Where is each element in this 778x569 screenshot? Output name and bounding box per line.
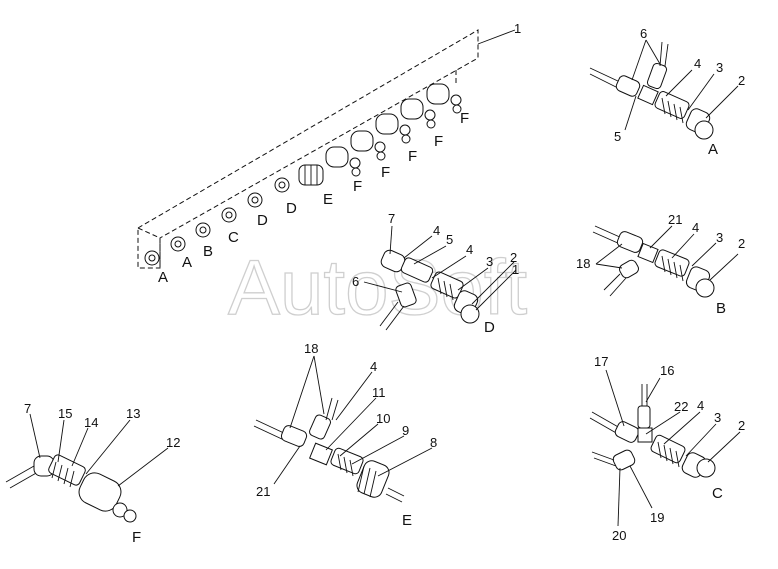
rail-label-c: C <box>228 229 239 246</box>
rail-bracket <box>137 29 479 269</box>
detail-view-e: 18 4 11 10 9 8 21 E <box>253 341 437 529</box>
callout-a-6: 6 <box>640 26 647 41</box>
callout-d-3: 3 <box>486 254 493 269</box>
callout-c-2: 2 <box>738 418 745 433</box>
callout-c-17: 17 <box>594 354 608 369</box>
rail-label-e: E <box>323 191 333 208</box>
callout-d-5: 5 <box>446 232 453 247</box>
callout-f-14: 14 <box>84 415 98 430</box>
callout-a-5: 5 <box>614 129 621 144</box>
view-label-c: C <box>712 485 723 502</box>
callout-c-16: 16 <box>660 363 674 378</box>
callout-d-4a: 4 <box>433 223 440 238</box>
watermark: AutoSoft <box>228 243 528 331</box>
rail-assembly: 1 A A B C D D E F F F F F <box>137 21 521 286</box>
callout-c-3: 3 <box>714 410 721 425</box>
callout-b-4: 4 <box>692 220 699 235</box>
view-label-f: F <box>132 529 141 546</box>
callout-f-12: 12 <box>166 435 180 450</box>
callout-e-11: 11 <box>372 385 386 400</box>
detail-view-c: 17 16 22 4 3 2 20 19 C <box>589 354 745 543</box>
callout-a-3: 3 <box>716 60 723 75</box>
callout-c-22: 22 <box>674 399 688 414</box>
callout-b-2: 2 <box>738 236 745 251</box>
callout-b-21: 21 <box>668 212 682 227</box>
rail-label-d2: D <box>286 200 297 217</box>
detail-view-f: 7 15 14 13 12 F <box>5 401 180 546</box>
callout-e-8: 8 <box>430 435 437 450</box>
callout-c-20: 20 <box>612 528 626 543</box>
callout-e-10: 10 <box>376 411 390 426</box>
rail-label-d1: D <box>257 212 268 229</box>
rail-label-f3: F <box>408 148 417 165</box>
rail-label-a2: A <box>182 254 192 271</box>
rail-label-b: B <box>203 243 213 260</box>
rail-label-f4: F <box>434 133 443 150</box>
callout-d-1: 1 <box>512 262 519 277</box>
callout-d-7: 7 <box>388 211 395 226</box>
callout-d-4b: 4 <box>466 242 473 257</box>
detail-view-d: 7 4 5 4 3 2 1 6 D <box>352 211 519 336</box>
callout-d-2: 2 <box>510 250 517 265</box>
callout-f-15: 15 <box>58 406 72 421</box>
callout-e-18: 18 <box>304 341 318 356</box>
view-label-d: D <box>484 319 495 336</box>
callout-e-4: 4 <box>370 359 377 374</box>
callout-e-9: 9 <box>402 423 409 438</box>
callout-b-3: 3 <box>716 230 723 245</box>
view-label-b: B <box>716 300 726 317</box>
callout-f-13: 13 <box>126 406 140 421</box>
callout-b-18: 18 <box>576 256 590 271</box>
rail-sockets <box>144 83 462 266</box>
detail-view-a: 6 4 3 2 5 A <box>589 26 745 158</box>
rail-label-f5: F <box>460 110 469 127</box>
callout-1: 1 <box>514 21 521 36</box>
detail-view-b: 21 4 3 2 18 B <box>576 212 745 317</box>
callout-f-7: 7 <box>24 401 31 416</box>
callout-d-6: 6 <box>352 274 359 289</box>
callout-c-4: 4 <box>697 398 704 413</box>
rail-label-a1: A <box>158 269 168 286</box>
callout-a-2: 2 <box>738 73 745 88</box>
rail-label-f2: F <box>381 164 390 181</box>
callout-c-19: 19 <box>650 510 664 525</box>
callout-a-4: 4 <box>694 56 701 71</box>
callout-e-21: 21 <box>256 484 270 499</box>
view-label-a: A <box>708 141 718 158</box>
rail-label-f1: F <box>353 178 362 195</box>
view-label-e: E <box>402 512 412 529</box>
